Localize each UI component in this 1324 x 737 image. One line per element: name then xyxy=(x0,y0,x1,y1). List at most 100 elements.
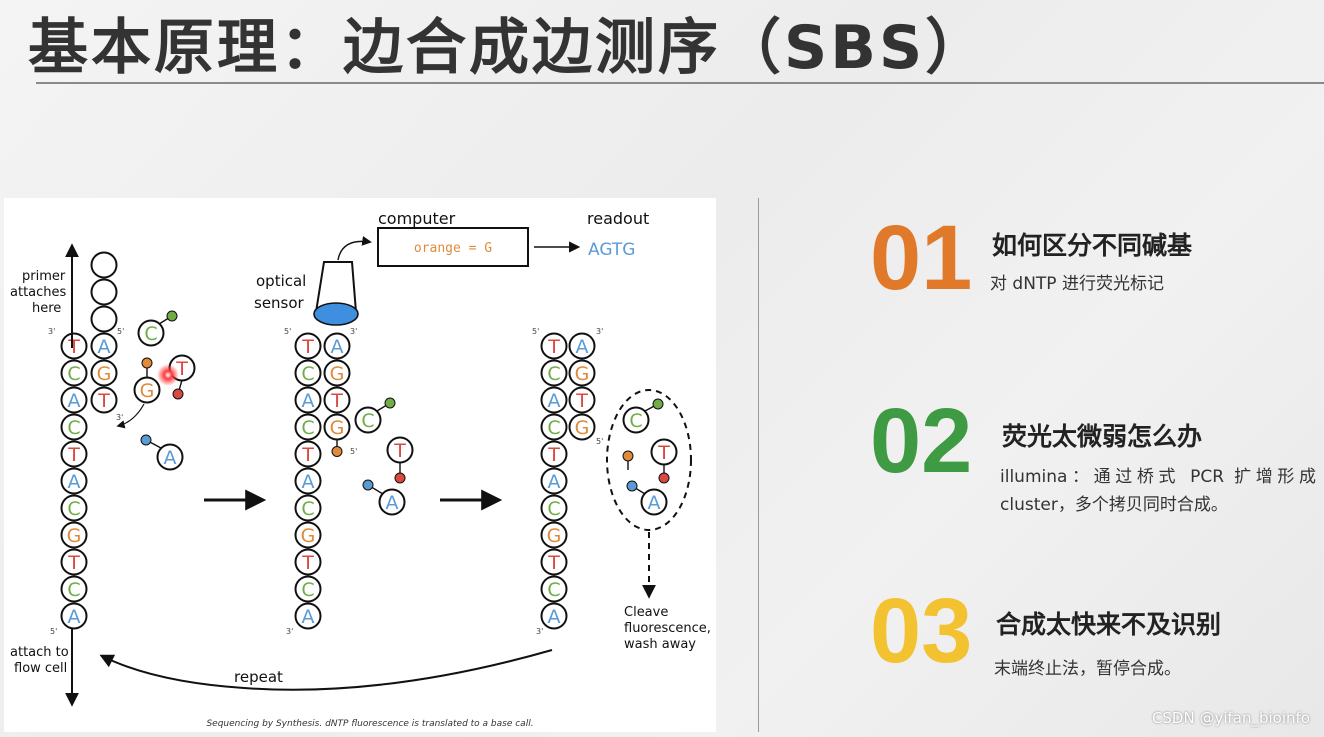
computer-readout-text: orange = G xyxy=(414,241,492,256)
template-base-1-3-letter: A xyxy=(68,390,81,412)
strand2-bottom-3prime: 3' xyxy=(286,627,293,636)
template-base-2-5-letter: T xyxy=(301,444,314,466)
template-base-2-4: C xyxy=(294,413,322,441)
free1-g: G xyxy=(133,376,161,404)
template-base-3-1: T xyxy=(540,332,568,360)
synth-base-1-3-letter: T xyxy=(97,390,110,412)
computer-box xyxy=(377,227,529,267)
synth-base-3-3-letter: T xyxy=(575,390,588,412)
template-base-1-2-letter: C xyxy=(67,363,80,385)
free3-c: C xyxy=(622,406,650,434)
synth-base-2-3: T xyxy=(323,386,351,414)
cleaved-g-fluor-tag xyxy=(622,450,634,462)
vertical-divider xyxy=(758,198,759,732)
template-base-3-7-letter: C xyxy=(547,498,560,520)
strand2-g-fluor-tag xyxy=(331,446,343,457)
point-02-heading: 荧光太微弱怎么办 xyxy=(1002,422,1203,451)
attach-to-label: attach to xyxy=(10,645,69,660)
template-base-1-7-letter: C xyxy=(67,498,80,520)
template-base-1-3: A xyxy=(60,386,88,414)
template-base-2-10-letter: C xyxy=(301,579,314,601)
template-base-3-10-letter: C xyxy=(547,579,560,601)
template-base-3-5: T xyxy=(540,440,568,468)
strand1-top-3prime: 3' xyxy=(48,327,55,336)
point-01-desc: 对 dNTP 进行荧光标记 xyxy=(990,274,1164,294)
free2-t-letter: T xyxy=(393,440,406,462)
primer-label: primer xyxy=(22,269,66,284)
template-base-2-5: T xyxy=(294,440,322,468)
template-base-1-9-letter: T xyxy=(67,552,80,574)
template-base-3-2-letter: C xyxy=(547,363,560,385)
synth-base-2-2-letter: G xyxy=(330,363,345,385)
free2-a-letter: A xyxy=(386,492,399,514)
synth-base-1-2-letter: G xyxy=(97,363,112,385)
synth-base-3-1: A xyxy=(568,332,596,360)
attaches-label: attaches xyxy=(10,285,67,300)
primer-circle-2 xyxy=(90,278,118,306)
computer-label: computer xyxy=(378,209,456,228)
template-base-3-10: C xyxy=(540,575,568,603)
synth-base-2-1: A xyxy=(323,332,351,360)
synth-base-2-1-letter: A xyxy=(331,336,344,358)
strand3-mid-5prime: 5' xyxy=(596,437,603,446)
template-base-2-11-letter: A xyxy=(302,606,315,628)
synth-base-3-3: T xyxy=(568,386,596,414)
template-base-2-2: C xyxy=(294,359,322,387)
template-base-2-6-letter: A xyxy=(302,471,315,493)
title-underline xyxy=(36,82,1324,84)
template-base-3-3: A xyxy=(540,386,568,414)
template-base-1-11: A xyxy=(60,602,88,630)
template-base-1-11-letter: A xyxy=(68,606,81,628)
free2-a: A xyxy=(378,488,406,516)
free3-c-letter: C xyxy=(629,410,642,432)
synth-base-2-4: G xyxy=(323,413,351,441)
template-base-1-6: A xyxy=(60,467,88,495)
template-base-2-7: C xyxy=(294,494,322,522)
template-base-2-8: G xyxy=(294,521,322,549)
optical-label: optical xyxy=(256,272,306,290)
wash-away-label: wash away xyxy=(624,637,696,652)
template-base-1-9: T xyxy=(60,548,88,576)
cleave-dashed-ellipse xyxy=(606,389,692,531)
fluorescence-label: fluorescence, xyxy=(624,621,711,636)
template-base-3-11-letter: A xyxy=(548,606,561,628)
point-02-desc: illumina：通过桥式 PCR 扩增形成 cluster，多个拷贝同时合成。 xyxy=(1000,467,1316,515)
point-01-heading: 如何区分不同碱基 xyxy=(992,231,1193,260)
readout-label: readout xyxy=(587,209,649,228)
template-base-3-9: T xyxy=(540,548,568,576)
strand2-mid-5prime: 5' xyxy=(350,447,357,456)
template-base-1-8: G xyxy=(60,521,88,549)
cleave-label: Cleave xyxy=(624,605,668,620)
point-01-number: 01 xyxy=(870,207,973,309)
synth-base-3-2: G xyxy=(568,359,596,387)
synth-base-3-4: G xyxy=(568,413,596,441)
template-base-1-2: C xyxy=(60,359,88,387)
template-base-2-10: C xyxy=(294,575,322,603)
free3-t-fluor-tag xyxy=(658,472,670,484)
strand3-top-3prime: 3' xyxy=(596,327,603,336)
free2-a-fluor-tag xyxy=(362,479,374,491)
synth-base-2-3-letter: T xyxy=(330,390,343,412)
template-base-2-6: A xyxy=(294,467,322,495)
free3-c-fluor-tag xyxy=(652,398,664,410)
repeat-label: repeat xyxy=(234,668,283,686)
template-base-3-3-letter: A xyxy=(548,390,561,412)
free1-a: A xyxy=(156,443,184,471)
free1-t-fluor-tag xyxy=(172,388,184,400)
template-base-1-5-letter: T xyxy=(67,444,80,466)
free2-t: T xyxy=(386,436,414,464)
free3-a-letter: A xyxy=(648,492,661,514)
free2-c-letter: C xyxy=(361,410,374,432)
template-base-3-5-letter: T xyxy=(547,444,560,466)
template-base-1-4: C xyxy=(60,413,88,441)
free1-g-letter: G xyxy=(140,380,155,402)
template-base-3-2: C xyxy=(540,359,568,387)
template-base-1-7: C xyxy=(60,494,88,522)
template-base-1-10-letter: C xyxy=(67,579,80,601)
template-base-2-3: A xyxy=(294,386,322,414)
watermark: CSDN @yifan_bioinfo xyxy=(1151,709,1310,727)
synth-base-3-1-letter: A xyxy=(576,336,589,358)
synth-base-3-4-letter: G xyxy=(575,417,590,439)
free2-t-fluor-tag xyxy=(394,472,406,484)
